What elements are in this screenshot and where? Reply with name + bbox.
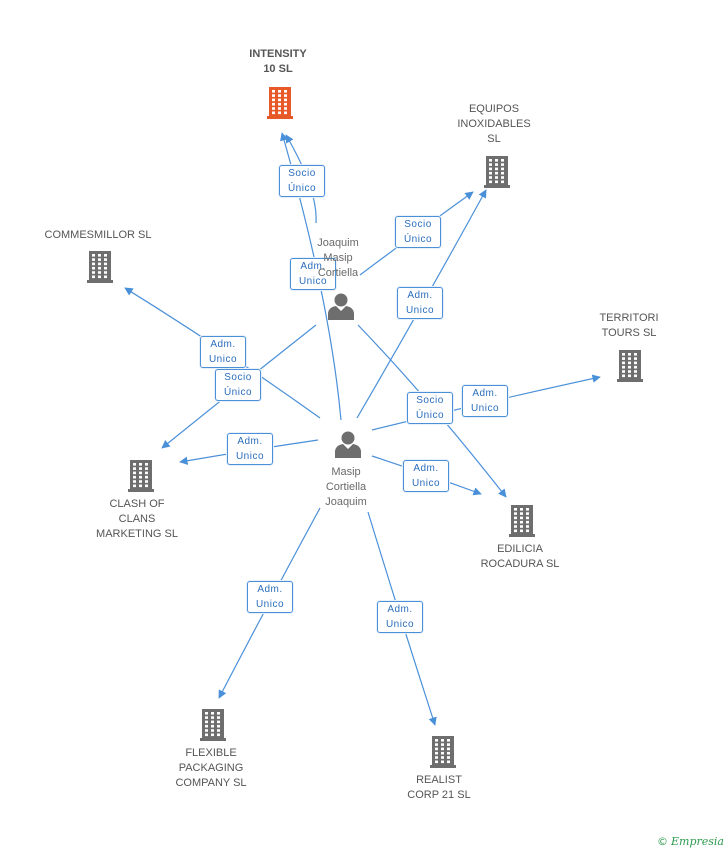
person-name-label[interactable]: Masip Cortiella Joaquim: [325, 466, 367, 508]
company-name-label[interactable]: FLEXIBLE PACKAGING COMPANY SL: [175, 746, 247, 789]
edge-role-label[interactable]: Adm. Unico: [403, 460, 449, 492]
company-name-label[interactable]: EQUIPOS INOXIDABLES SL: [457, 102, 531, 145]
edge-role-label[interactable]: Socio Único: [407, 392, 453, 424]
edge-role-label[interactable]: Socio Único: [395, 216, 441, 248]
person-icon[interactable]: [335, 431, 361, 459]
company-building-icon[interactable]: [128, 460, 154, 492]
company-building-icon[interactable]: [87, 251, 113, 283]
edge-role-label[interactable]: Socio Único: [279, 165, 325, 197]
edge-role-label[interactable]: Adm. Unico: [247, 581, 293, 613]
company-name-label[interactable]: COMMESMILLOR SL: [44, 228, 152, 241]
company-building-icon[interactable]: [617, 350, 643, 382]
person-name-label[interactable]: Joaquim Masip Cortiella: [317, 237, 359, 279]
edge-role-label[interactable]: Adm. Unico: [377, 601, 423, 633]
company-name-label[interactable]: TERRITORI TOURS SL: [599, 312, 659, 339]
company-building-icon[interactable]: [430, 736, 456, 768]
edge-role-label[interactable]: Adm. Unico: [227, 433, 273, 465]
copyright-icon: ©: [657, 835, 668, 848]
edge-role-label[interactable]: Adm. Unico: [462, 385, 508, 417]
edge-role-label[interactable]: Adm. Unico: [290, 258, 336, 290]
brand-footer[interactable]: ©Empresia: [657, 835, 724, 848]
company-name-label[interactable]: INTENSITY 10 SL: [249, 48, 307, 75]
company-building-icon[interactable]: [484, 156, 510, 188]
edge-role-label[interactable]: Adm. Unico: [200, 336, 246, 368]
edge-role-label[interactable]: Adm. Unico: [397, 287, 443, 319]
edge-role-label[interactable]: Socio Único: [215, 369, 261, 401]
company-name-label[interactable]: REALIST CORP 21 SL: [407, 774, 471, 801]
company-building-icon[interactable]: [509, 505, 535, 537]
brand-name: Empresia: [671, 835, 724, 848]
company-building-icon[interactable]: [267, 87, 293, 119]
company-building-icon[interactable]: [200, 709, 226, 741]
company-name-label[interactable]: CLASH OF CLANS MARKETING SL: [96, 497, 178, 540]
company-name-label[interactable]: EDILICIA ROCADURA SL: [480, 543, 560, 570]
person-icon[interactable]: [328, 293, 354, 321]
